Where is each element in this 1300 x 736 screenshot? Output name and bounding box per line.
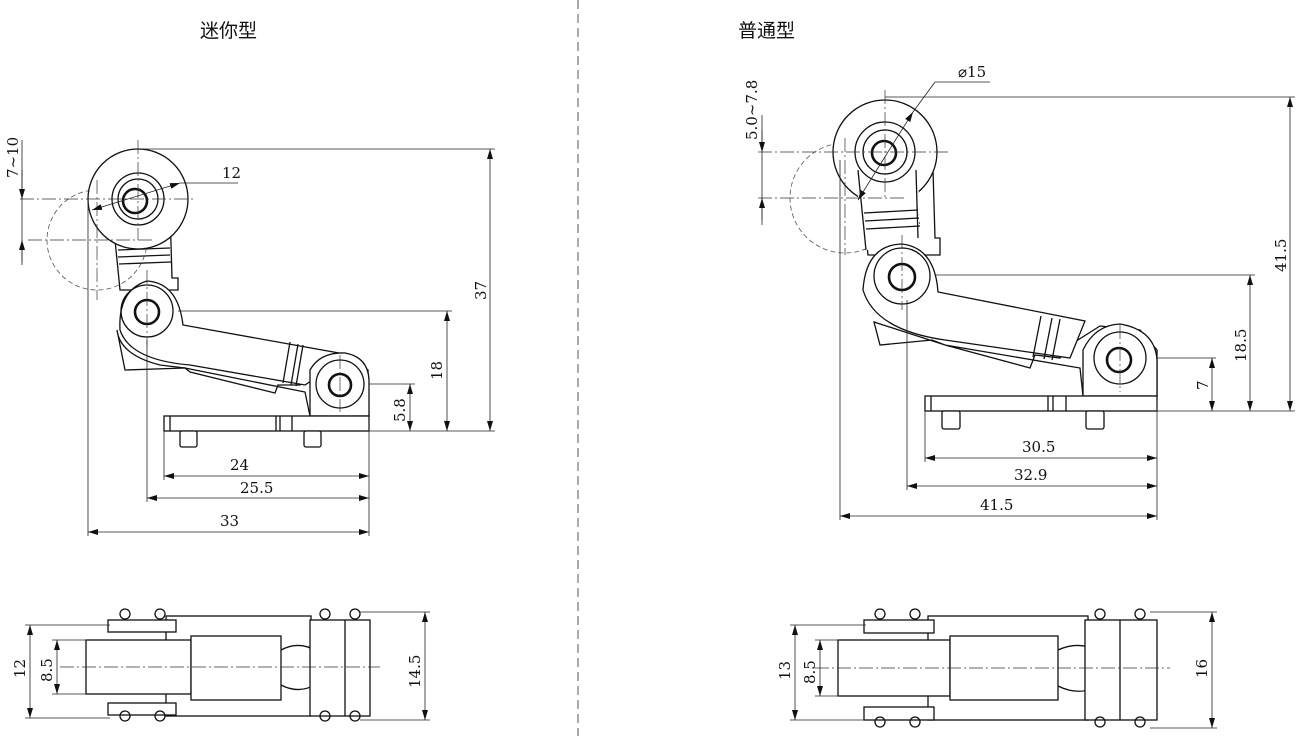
mini-dim-pivot-height: 18 bbox=[428, 361, 446, 380]
mini-dim-width-outer: 12 bbox=[11, 659, 29, 678]
mini-side-view: 37 18 5.8 24 25.5 33 7~10 12 bbox=[4, 137, 495, 536]
standard-dim-width-outer: 13 bbox=[776, 661, 794, 680]
mini-dim-width-total: 14.5 bbox=[406, 655, 424, 688]
standard-dim-pivot-len: 32.9 bbox=[1014, 466, 1047, 484]
standard-dim-total-height: 41.5 bbox=[1272, 239, 1290, 272]
standard-side-view: 41.5 18.5 7 30.5 32.9 41.5 5.0~7.8 ⌀15 bbox=[743, 63, 1295, 520]
mini-dim-width-inner: 8.5 bbox=[38, 658, 56, 682]
mini-dim-stroke-range: 7~10 bbox=[4, 137, 22, 178]
mini-base-plate bbox=[163, 415, 370, 432]
mini-dim-total-len: 33 bbox=[220, 512, 239, 530]
standard-dim-stroke-range: 5.0~7.8 bbox=[743, 80, 761, 140]
mini-title: 迷你型 bbox=[200, 20, 257, 42]
standard-dim-roller-dia: ⌀15 bbox=[958, 63, 986, 81]
standard-top-view: 13 8.5 16 bbox=[776, 608, 1217, 729]
mini-dim-roller-dia: 12 bbox=[222, 164, 241, 182]
mini-dim-total-height: 37 bbox=[472, 281, 490, 300]
standard-title: 普通型 bbox=[738, 20, 795, 42]
standard-dim-pivot-height: 18.5 bbox=[1232, 329, 1250, 362]
mini-dim-axle-height: 5.8 bbox=[391, 398, 409, 422]
standard-dim-axle-height: 7 bbox=[1194, 380, 1212, 390]
standard-dim-width-total: 16 bbox=[1193, 659, 1211, 678]
standard-dim-base-len: 30.5 bbox=[1022, 438, 1055, 456]
standard-base-plate bbox=[924, 395, 1158, 412]
mini-top-view: 12 8.5 14.5 bbox=[11, 608, 430, 722]
standard-dim-total-len: 41.5 bbox=[980, 496, 1013, 514]
mini-dim-base-len: 24 bbox=[230, 456, 249, 474]
standard-dim-width-inner: 8.5 bbox=[801, 660, 819, 684]
mini-dim-pivot-len: 25.5 bbox=[240, 479, 273, 497]
